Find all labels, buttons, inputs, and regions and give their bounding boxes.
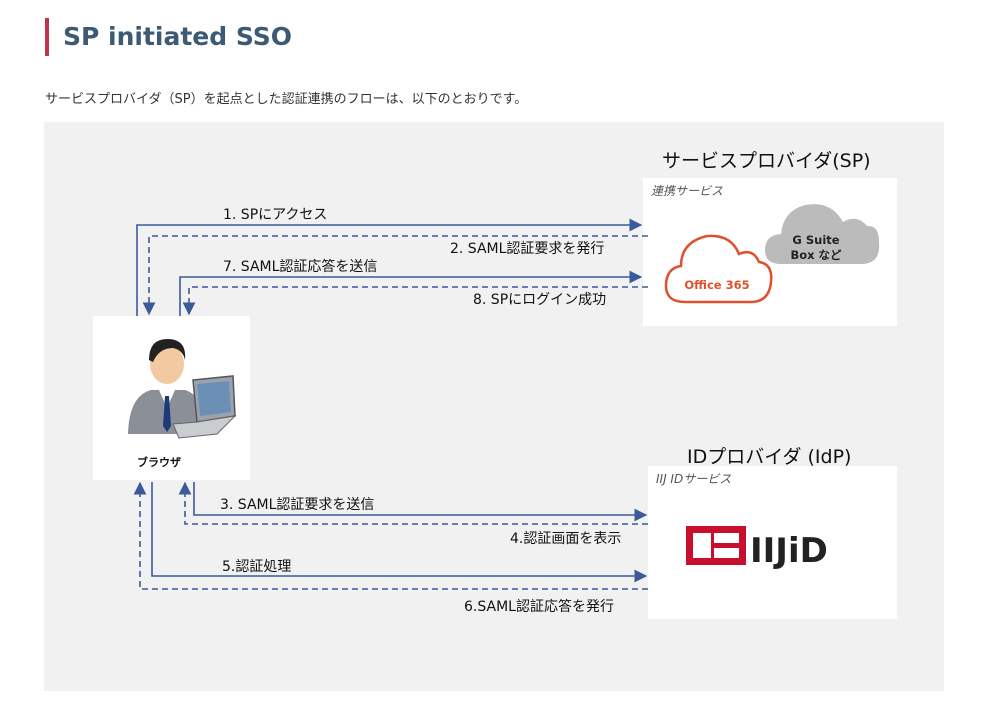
gsuite-label-2: Box など: [790, 248, 842, 262]
flow-diagram: サービスプロバイダ(SP) 連携サービス G Suite Box など Offi…: [44, 122, 944, 691]
user-with-laptop-icon: [128, 338, 237, 439]
step-8-label: 8. SPにログイン成功: [473, 292, 607, 308]
arrow-step-4: [178, 481, 648, 525]
flow-arrows: [133, 218, 648, 590]
idp-title: IDプロバイダ (IdP): [687, 446, 852, 468]
page-title: SP initiated SSO: [45, 18, 292, 56]
office-cloud-icon: Office 365: [664, 234, 773, 304]
step-1-label: 1. SPにアクセス: [223, 207, 328, 223]
step-4-label: 4.認証画面を表示: [510, 531, 622, 547]
step-2-label: 2. SAML認証要求を発行: [450, 241, 605, 257]
office-label: Office 365: [684, 278, 749, 292]
sp-title: サービスプロバイダ(SP): [662, 150, 871, 172]
arrow-step-7: [179, 270, 643, 316]
arrow-step-8: [182, 286, 648, 316]
arrow-step-5: [151, 482, 648, 583]
idp-subtitle: IIJ IDサービス: [656, 472, 732, 486]
step-5-label: 5.認証処理: [222, 559, 292, 575]
cloud-icons: G Suite Box など Office 365: [664, 204, 880, 304]
step-7-label: 7. SAML認証応答を送信: [223, 259, 378, 275]
arrow-step-3: [193, 482, 648, 522]
sp-box: 連携サービス G Suite Box など Office 365: [643, 178, 897, 326]
arrow-step-1: [136, 218, 643, 316]
sp-subtitle: 連携サービス: [651, 184, 724, 198]
iijid-mark-icon: [686, 526, 746, 565]
intro-text: サービスプロバイダ（SP）を起点とした認証連携のフローは、以下のとおりです。: [45, 92, 528, 107]
gsuite-label-1: G Suite: [792, 233, 839, 247]
arrow-step-2: [142, 235, 648, 316]
step-6-label: 6.SAML認証応答を発行: [464, 599, 614, 615]
gsuite-cloud-icon: G Suite Box など: [765, 204, 880, 264]
browser-label: ブラウザ: [137, 456, 181, 469]
browser-box: ブラウザ: [93, 316, 250, 480]
iijid-logo: IIJiD: [686, 526, 828, 571]
step-3-label: 3. SAML認証要求を送信: [220, 497, 375, 513]
idp-box: IIJ IDサービス IIJiD: [648, 466, 897, 619]
iijid-logo-text: IIJiD: [750, 531, 828, 571]
